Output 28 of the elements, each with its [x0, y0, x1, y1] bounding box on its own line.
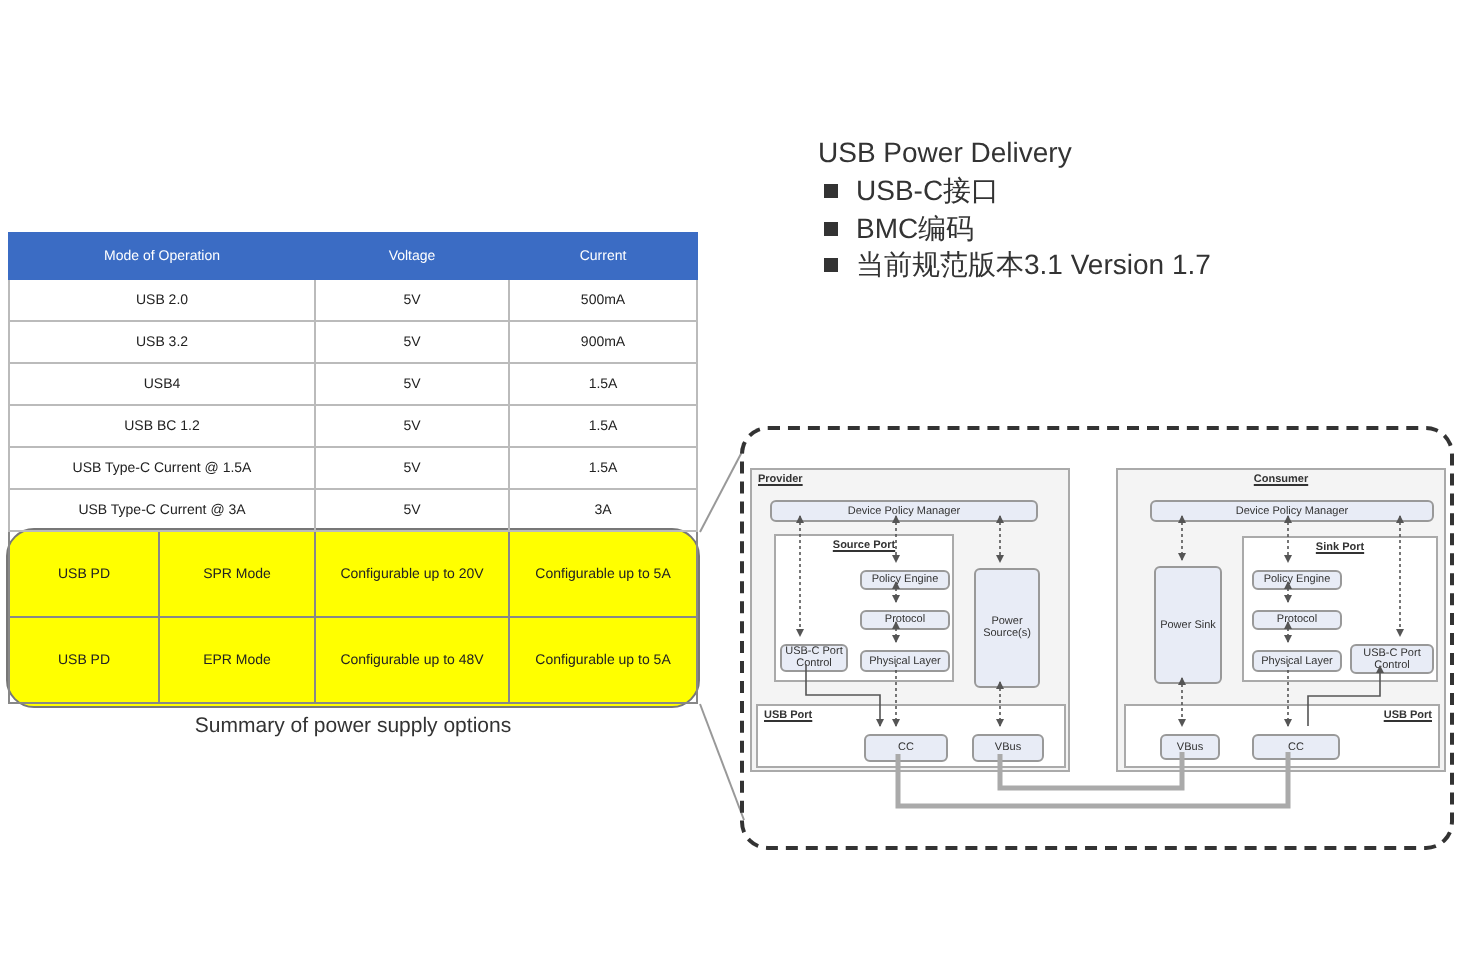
arrow [1178, 677, 1186, 727]
arrow [892, 581, 900, 603]
caption: Summary of power supply options [192, 714, 514, 738]
arrow [996, 515, 1004, 563]
arrow [1307, 665, 1384, 727]
arrow [1284, 663, 1292, 727]
heading: USB Power Delivery [818, 136, 1072, 168]
arrow [805, 663, 884, 727]
arrow [1396, 515, 1404, 637]
bullet-text: 当前规范版本3.1 Version 1.7 [856, 248, 1211, 284]
group-panel [750, 468, 1070, 772]
group-panel [1124, 704, 1440, 768]
arrow [892, 663, 900, 727]
arrow [1284, 515, 1292, 563]
arrow [796, 515, 804, 637]
arrow [1284, 621, 1292, 643]
arrow [892, 621, 900, 643]
arrow [892, 515, 900, 563]
group-panel [1242, 536, 1438, 682]
bullet-text: BMC编码 [856, 211, 975, 247]
arrow [1178, 515, 1186, 561]
group-panel [756, 704, 1066, 768]
arrow [996, 681, 1004, 727]
arrow [1284, 581, 1292, 603]
group-panel [1116, 468, 1446, 772]
dashed-frame [740, 426, 1454, 850]
bullet-text: USB-C接口 [856, 174, 1000, 210]
group-panel [774, 534, 954, 682]
